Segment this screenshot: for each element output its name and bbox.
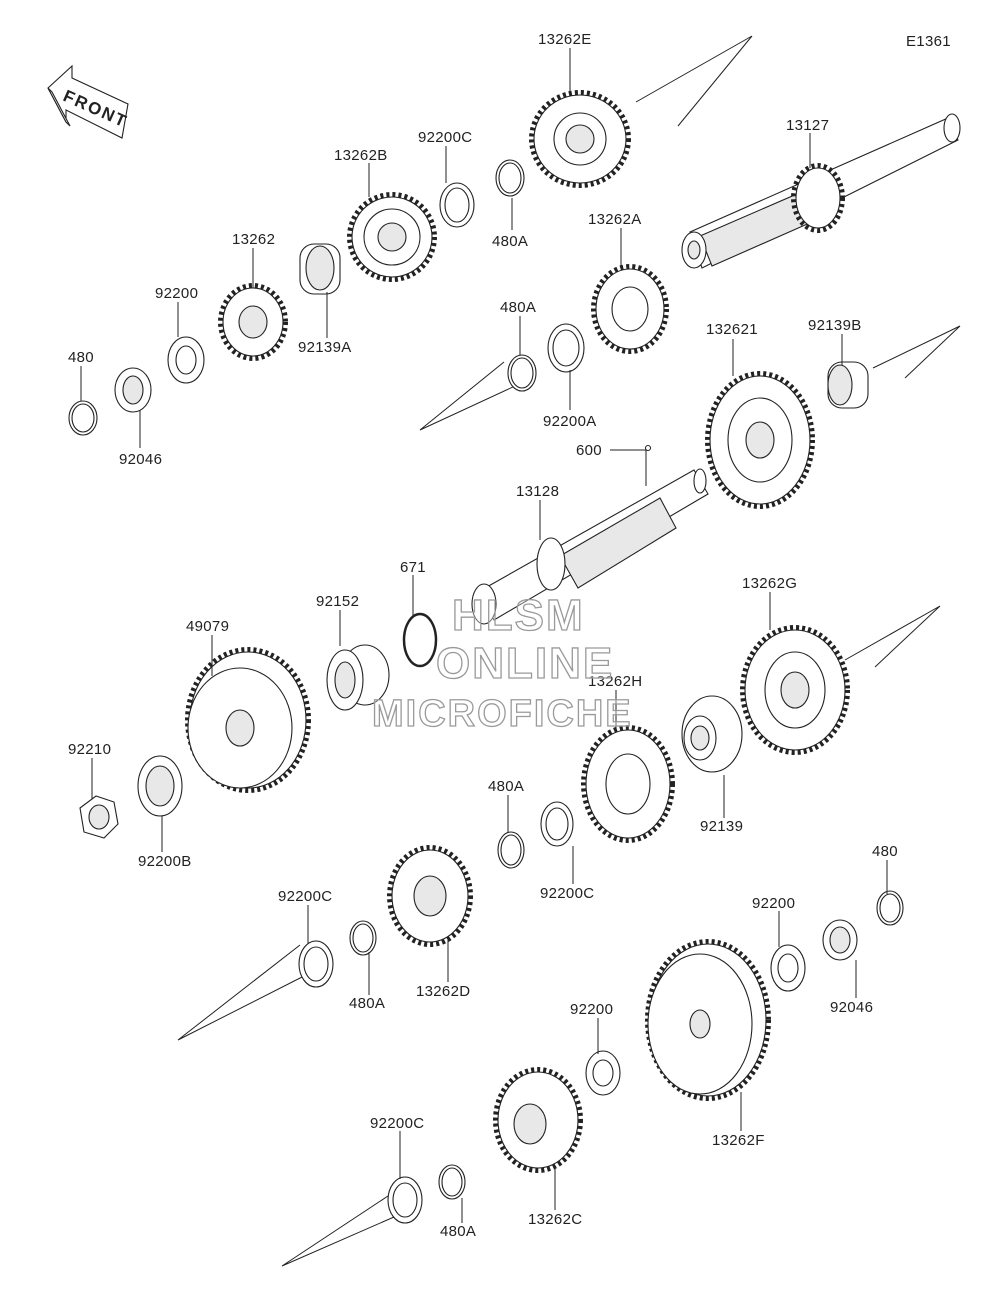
washer-92200C-center-icon <box>540 801 574 847</box>
part-label-92152: 92152 <box>316 593 359 610</box>
part-label-92200-left: 92200 <box>155 285 198 302</box>
circlip-480A-bottom-icon <box>438 1164 466 1200</box>
gear-13262-icon <box>218 283 288 361</box>
washer-92200-right-icon <box>770 944 806 992</box>
gear-13262A-icon <box>591 264 669 354</box>
front-arrow-icon: FRONT <box>47 64 131 139</box>
washer-92200C-bottom-icon <box>387 1176 423 1224</box>
part-label-480A-bottom: 480A <box>440 1223 476 1240</box>
shaft-13127-icon <box>681 113 961 269</box>
bearing-92139A-icon <box>299 243 341 295</box>
part-label-480A-top: 480A <box>492 233 528 250</box>
gear-13262G-icon <box>740 625 850 755</box>
watermark-line1: HLSM <box>452 591 585 640</box>
bearing-92139-icon <box>681 695 743 773</box>
part-label-132621: 132621 <box>706 321 758 338</box>
part-label-92139A: 92139A <box>298 339 352 356</box>
part-label-92200C-center: 92200C <box>540 885 594 902</box>
part-label-480A-mid: 480A <box>500 299 536 316</box>
part-label-92200C-top: 92200C <box>418 129 472 146</box>
gear-13262H-icon <box>581 725 675 843</box>
part-label-13262G: 13262G <box>742 575 797 592</box>
part-label-92200-bottom: 92200 <box>570 1001 613 1018</box>
gear-13262D-icon <box>387 845 473 947</box>
part-label-13262: 13262 <box>232 231 275 248</box>
part-label-13262F: 13262F <box>712 1132 765 1149</box>
bearing-92046-right-icon <box>822 919 858 961</box>
washer-92200-bottom-icon <box>585 1050 621 1096</box>
bearing-92139B-icon <box>827 361 869 409</box>
part-label-600: 600 <box>576 442 602 459</box>
part-label-13262D: 13262D <box>416 983 470 1000</box>
part-label-13127: 13127 <box>786 117 829 134</box>
watermark-line2: ONLINE <box>436 639 614 688</box>
part-label-92046-left: 92046 <box>119 451 162 468</box>
washer-92200C-top-icon <box>439 182 475 228</box>
diagram-id: E1361 <box>906 33 951 50</box>
oring-671-icon <box>402 612 438 668</box>
washer-92200A-icon <box>547 323 585 373</box>
part-label-92200C-bottom: 92200C <box>370 1115 424 1132</box>
washer-92200B-icon <box>137 755 183 817</box>
circlip-480A-mid-icon <box>507 354 537 392</box>
leader-lines <box>80 48 888 1223</box>
part-label-92139: 92139 <box>700 818 743 835</box>
bearing-92046-left-icon <box>114 367 152 413</box>
part-label-13262A: 13262A <box>588 211 642 228</box>
circlip-480A-left-icon <box>349 920 377 956</box>
circlip-480-right-icon <box>876 890 904 926</box>
gear-132621-icon <box>705 371 815 509</box>
part-label-92139B: 92139B <box>808 317 862 334</box>
part-label-13262B: 13262B <box>334 147 388 164</box>
collar-92152-icon <box>326 644 390 711</box>
part-label-480-right: 480 <box>872 843 898 860</box>
circlip-480A-top-icon <box>495 159 525 197</box>
part-label-480A-left: 480A <box>349 995 385 1012</box>
part-label-13262H: 13262H <box>588 673 642 690</box>
part-label-13262C: 13262C <box>528 1211 582 1228</box>
circlip-480A-center-icon <box>497 831 525 869</box>
part-label-92210: 92210 <box>68 741 111 758</box>
part-label-13262E: 13262E <box>538 31 592 48</box>
gear-13262C-icon <box>493 1067 583 1173</box>
circlip-480-left-icon <box>68 400 98 436</box>
part-label-92200B: 92200B <box>138 853 192 870</box>
washer-92200-left-icon <box>167 336 205 384</box>
part-label-480-left: 480 <box>68 349 94 366</box>
part-label-49079: 49079 <box>186 618 229 635</box>
watermark-line3: MICROFICHE <box>372 693 633 735</box>
gear-13262E-icon <box>529 90 631 188</box>
nut-92210-icon <box>79 795 119 839</box>
gear-13262B-icon <box>347 192 437 282</box>
part-label-13128: 13128 <box>516 483 559 500</box>
shaft-13128-icon <box>471 468 709 625</box>
gear-49079-icon <box>185 647 311 793</box>
part-label-92200A: 92200A <box>543 413 597 430</box>
watermark: HLSM ONLINE MICROFICHE <box>371 590 633 735</box>
part-labels: 13262E 13127 92200C 13262B 480A 13262 13… <box>68 31 898 1240</box>
part-label-92200C-left: 92200C <box>278 888 332 905</box>
part-label-92046-right: 92046 <box>830 999 873 1016</box>
guide-lines <box>177 35 961 1267</box>
part-label-480A-center: 480A <box>488 778 524 795</box>
washer-92200C-left-icon <box>298 940 334 988</box>
part-label-671: 671 <box>400 559 426 576</box>
gear-13262F-icon <box>645 939 771 1101</box>
part-label-92200-right: 92200 <box>752 895 795 912</box>
